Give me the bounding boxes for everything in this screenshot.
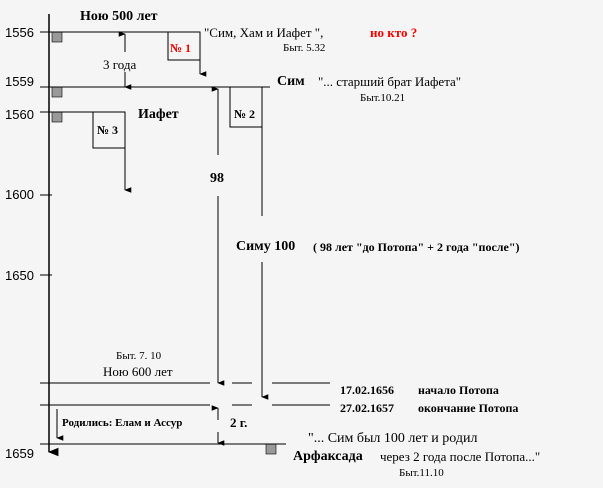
noah-600-label: Ною 600 лет <box>103 364 173 379</box>
box-2-label: № 2 <box>234 107 256 121</box>
year-1650: 1650 <box>5 268 34 283</box>
marker-square-1659 <box>265 443 277 455</box>
box-1-label: № 1 <box>170 41 192 55</box>
flood-end-label: окончание Потопа <box>418 401 519 415</box>
noah-500-label: Ною 500 лет <box>80 9 158 24</box>
year-1556: 1556 <box>5 25 34 40</box>
shem-quote: "... старший брат Иафета" <box>318 74 462 89</box>
year-1600: 1600 <box>5 187 34 202</box>
two-years-label: 2 г. <box>230 415 248 430</box>
three-years-label: 3 года <box>103 57 137 72</box>
quote-arphaxad-line1: "... Сим был 100 лет и родил <box>308 431 478 446</box>
quote-arphaxad-line2: через 2 года после Потопа..." <box>380 449 541 464</box>
born-label: Родились: Елам и Ассур <box>62 417 183 429</box>
marker-square-1559 <box>51 86 63 98</box>
quote-sons: "Сим, Хам и Иафет ", <box>204 25 324 40</box>
box-2 <box>229 86 263 128</box>
shem-label: Сим <box>277 74 305 89</box>
year-1559: 1559 <box>5 74 34 89</box>
flood-start-label: начало Потопа <box>418 383 499 397</box>
marker-square-1556 <box>51 31 63 43</box>
flood-end-date: 27.02.1657 <box>340 401 394 415</box>
flood-start-date: 17.02.1656 <box>340 383 394 397</box>
ref-gen-11-10: Быт.11.10 <box>399 467 444 479</box>
shem-100-detail: ( 98 лет "до Потопа" + 2 года "после") <box>313 240 520 254</box>
arphaxad-label: Арфаксада <box>293 449 363 464</box>
ref-gen-5-32: Быт. 5.32 <box>283 42 326 54</box>
ref-gen-10-21: Быт.10.21 <box>360 92 406 104</box>
who-question: но кто ? <box>370 25 418 40</box>
box-3-label: № 3 <box>97 123 119 137</box>
ninety-eight-label: 98 <box>210 171 224 186</box>
shem-100-label: Симу 100 <box>236 239 296 254</box>
japheth-label: Иафет <box>138 107 179 122</box>
box-3 <box>92 111 126 149</box>
year-1560: 1560 <box>5 107 34 122</box>
box-1 <box>167 31 201 61</box>
marker-square-1560 <box>51 111 63 123</box>
year-1659: 1659 <box>5 446 34 461</box>
ref-gen-7-10: Быт. 7. 10 <box>116 350 162 362</box>
